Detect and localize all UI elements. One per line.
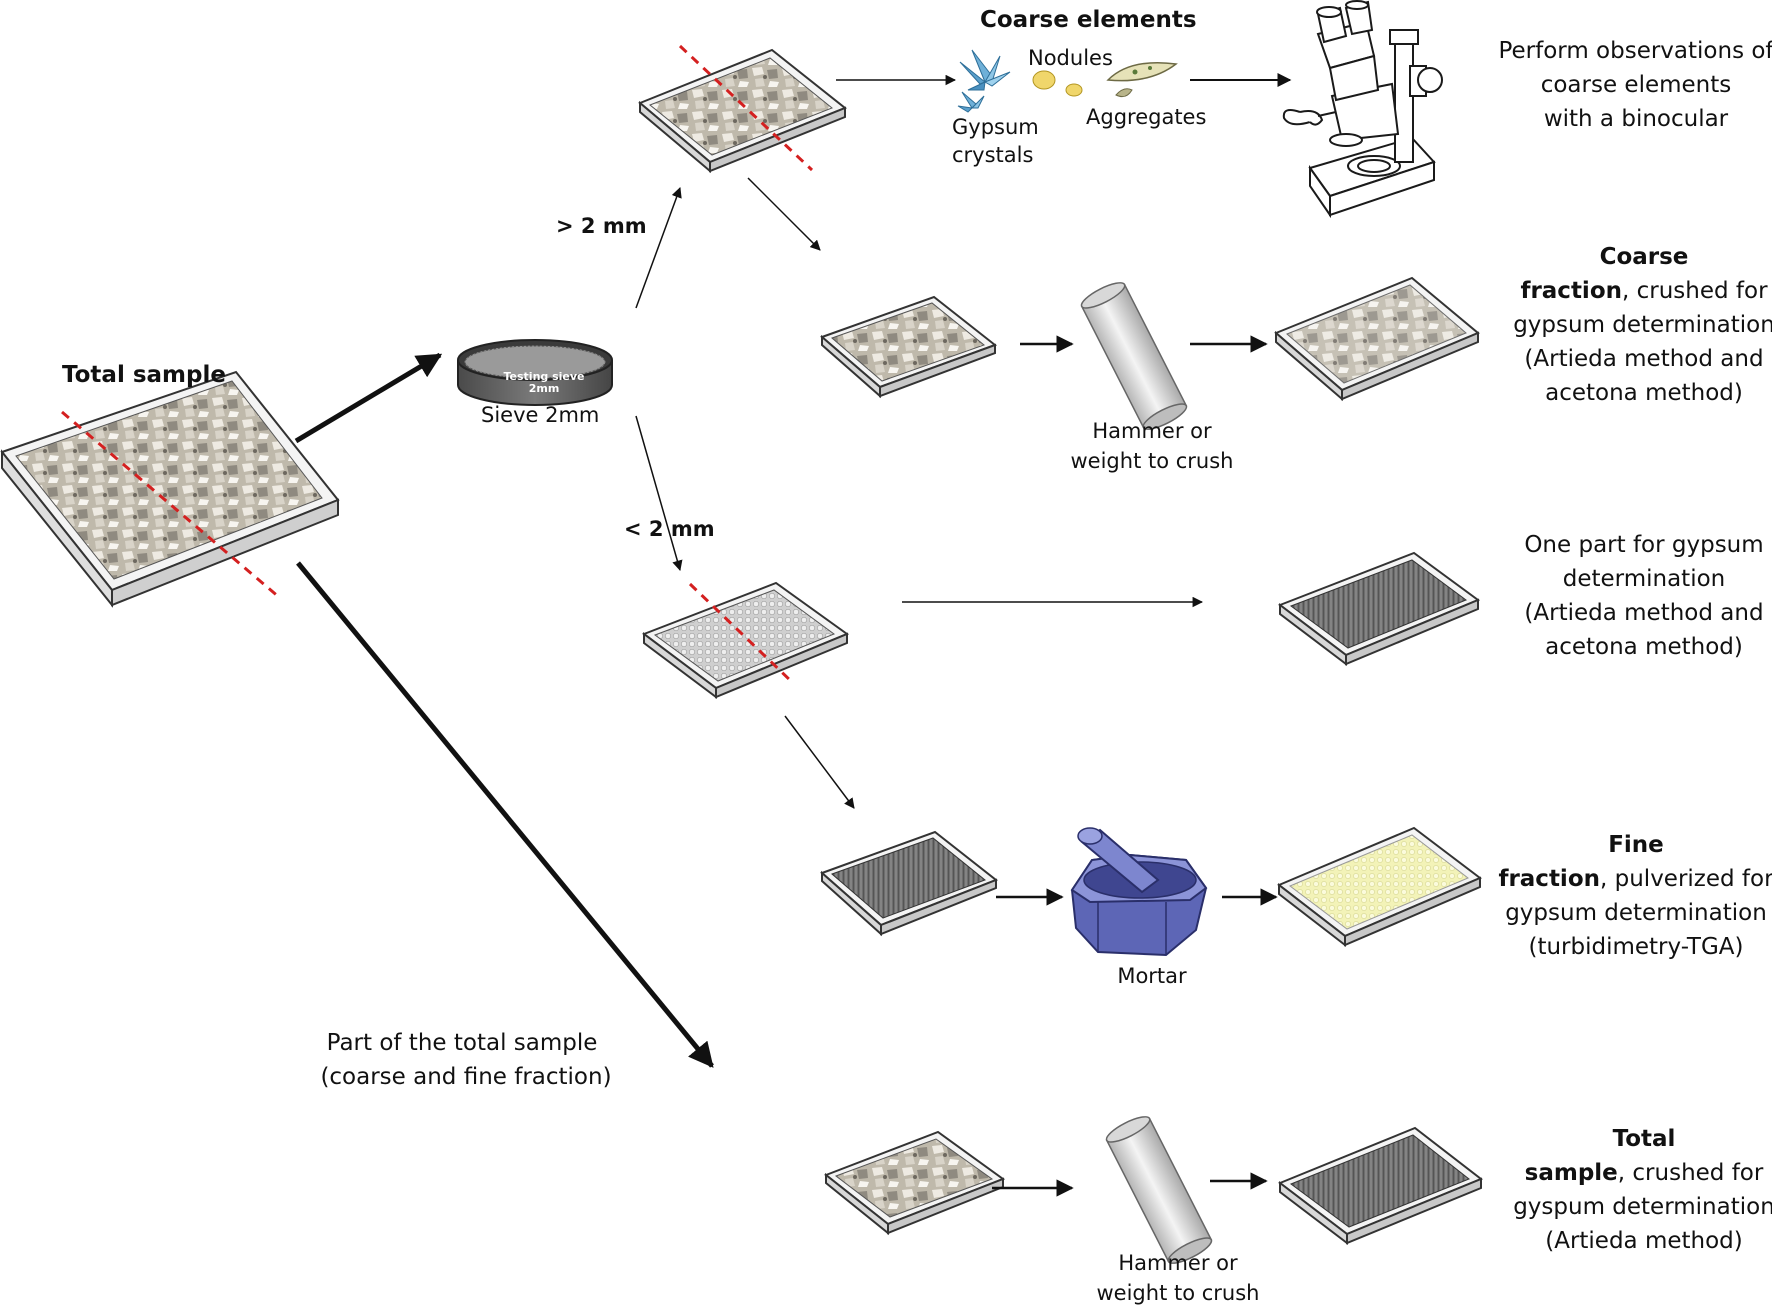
tray-fine-sample xyxy=(820,830,998,937)
label-gt-2mm: > 2 mm xyxy=(556,214,647,238)
label-coarse-elements: Coarse elements xyxy=(980,7,1197,33)
outcome-total-2-bold: sample xyxy=(1525,1160,1618,1186)
tray-crushed-coarse xyxy=(1274,276,1480,402)
binocular-microscope-icon xyxy=(1282,0,1443,219)
outcome-onepart-3: (Artieda method and xyxy=(1524,600,1763,626)
outcome-binocular-1: Perform observations of xyxy=(1498,38,1772,64)
arrow-total-to-part xyxy=(296,561,714,1068)
svg-text:fraction, crushed for: fraction, crushed for xyxy=(1520,278,1768,304)
sieve-print-1: Testing sieve xyxy=(503,370,584,383)
sieve-icon: Testing sieve 2mm xyxy=(457,339,613,406)
label-part-total-2: (coarse and fine fraction) xyxy=(320,1064,611,1090)
tray-coarse-gt2mm xyxy=(638,44,847,174)
sieve-print-2: 2mm xyxy=(529,382,560,395)
label-gypsum-2: crystals xyxy=(952,143,1033,167)
arrow-coarse-to-fraction xyxy=(747,177,821,251)
outcome-coarse-2-rest: , crushed for xyxy=(1622,278,1768,304)
outcome-total-3: gyspum determination xyxy=(1513,1194,1772,1220)
outcome-fine-3: gypsum determination xyxy=(1505,900,1767,926)
gypsum-crystals-icon xyxy=(957,49,1011,113)
outcome-fine-2-bold: fraction xyxy=(1498,866,1600,892)
label-aggregates: Aggregates xyxy=(1086,105,1206,129)
label-hammer-2a: Hammer or xyxy=(1118,1251,1238,1275)
label-sieve: Sieve 2mm xyxy=(481,403,599,427)
tray-one-part xyxy=(1277,551,1481,667)
tray-coarse-fraction xyxy=(820,295,998,399)
outcome-onepart-1: One part for gypsum xyxy=(1524,532,1763,558)
outcome-binocular: Perform observations of coarse elements … xyxy=(1498,38,1772,132)
label-hammer-1a: Hammer or xyxy=(1092,419,1212,443)
label-total-sample: Total sample xyxy=(62,362,226,388)
outcome-coarse-1: Coarse xyxy=(1600,244,1689,270)
outcome-total-sample: Total sample, crushed for gyspum determi… xyxy=(1513,1126,1772,1254)
outcome-onepart-2: determination xyxy=(1563,566,1726,592)
label-nodules: Nodules xyxy=(1028,46,1113,70)
outcome-total-2-rest: , crushed for xyxy=(1618,1160,1764,1186)
hammer-icon-1 xyxy=(1080,282,1188,430)
outcome-onepart-4: acetona method) xyxy=(1545,634,1743,660)
tray-fine-lt2mm xyxy=(641,581,850,699)
label-part-total-1: Part of the total sample xyxy=(327,1030,598,1056)
tray-total-part xyxy=(824,1130,1006,1236)
mortar-icon xyxy=(1070,827,1208,957)
outcome-fine-1: Fine xyxy=(1608,832,1664,858)
outcome-fine-2-rest: , pulverized for xyxy=(1600,866,1772,892)
label-hammer-1b: weight to crush xyxy=(1071,449,1234,473)
arrow-total-to-sieve xyxy=(294,352,443,444)
outcome-fine-4: (turbidimetry-TGA) xyxy=(1528,934,1743,960)
outcome-coarse-5: acetona method) xyxy=(1545,380,1743,406)
outcome-one-part: One part for gypsum determination (Artie… xyxy=(1524,532,1763,660)
tray-crushed-total xyxy=(1278,1126,1483,1246)
outcome-binocular-3: with a binocular xyxy=(1544,106,1729,132)
outcome-fine-fraction: Fine fraction, pulverized for gypsum det… xyxy=(1498,832,1772,960)
arrow-sieve-to-coarse xyxy=(635,187,682,309)
outcome-total-4: (Artieda method) xyxy=(1545,1228,1743,1254)
outcome-coarse-3: gypsum determination xyxy=(1513,312,1772,338)
hammer-icon-2 xyxy=(1105,1116,1213,1264)
aggregates-icon xyxy=(1106,61,1178,98)
outcome-coarse-2-bold: fraction xyxy=(1520,278,1622,304)
svg-text:fraction, pulverized for: fraction, pulverized for xyxy=(1498,866,1772,892)
outcome-total-1: Total xyxy=(1613,1126,1676,1152)
label-mortar: Mortar xyxy=(1117,964,1187,988)
tray-pulverized xyxy=(1277,826,1482,948)
label-lt-2mm: < 2 mm xyxy=(624,517,715,541)
outcome-binocular-2: coarse elements xyxy=(1541,72,1732,98)
arrow-fine-to-finesample xyxy=(784,715,855,809)
arrow-sieve-to-fine xyxy=(635,415,683,572)
nodules-icon xyxy=(1032,70,1083,97)
cut-line-fine xyxy=(688,582,794,684)
cut-line-coarse xyxy=(678,44,814,172)
label-hammer-2b: weight to crush xyxy=(1097,1281,1260,1305)
label-gypsum-1: Gypsum xyxy=(952,115,1039,139)
outcome-coarse-4: (Artieda method and xyxy=(1524,346,1763,372)
svg-text:sample, crushed for: sample, crushed for xyxy=(1525,1160,1764,1186)
tray-total-sample xyxy=(0,370,340,608)
outcome-coarse-fraction: Coarse fraction, crushed for gypsum dete… xyxy=(1513,244,1772,406)
